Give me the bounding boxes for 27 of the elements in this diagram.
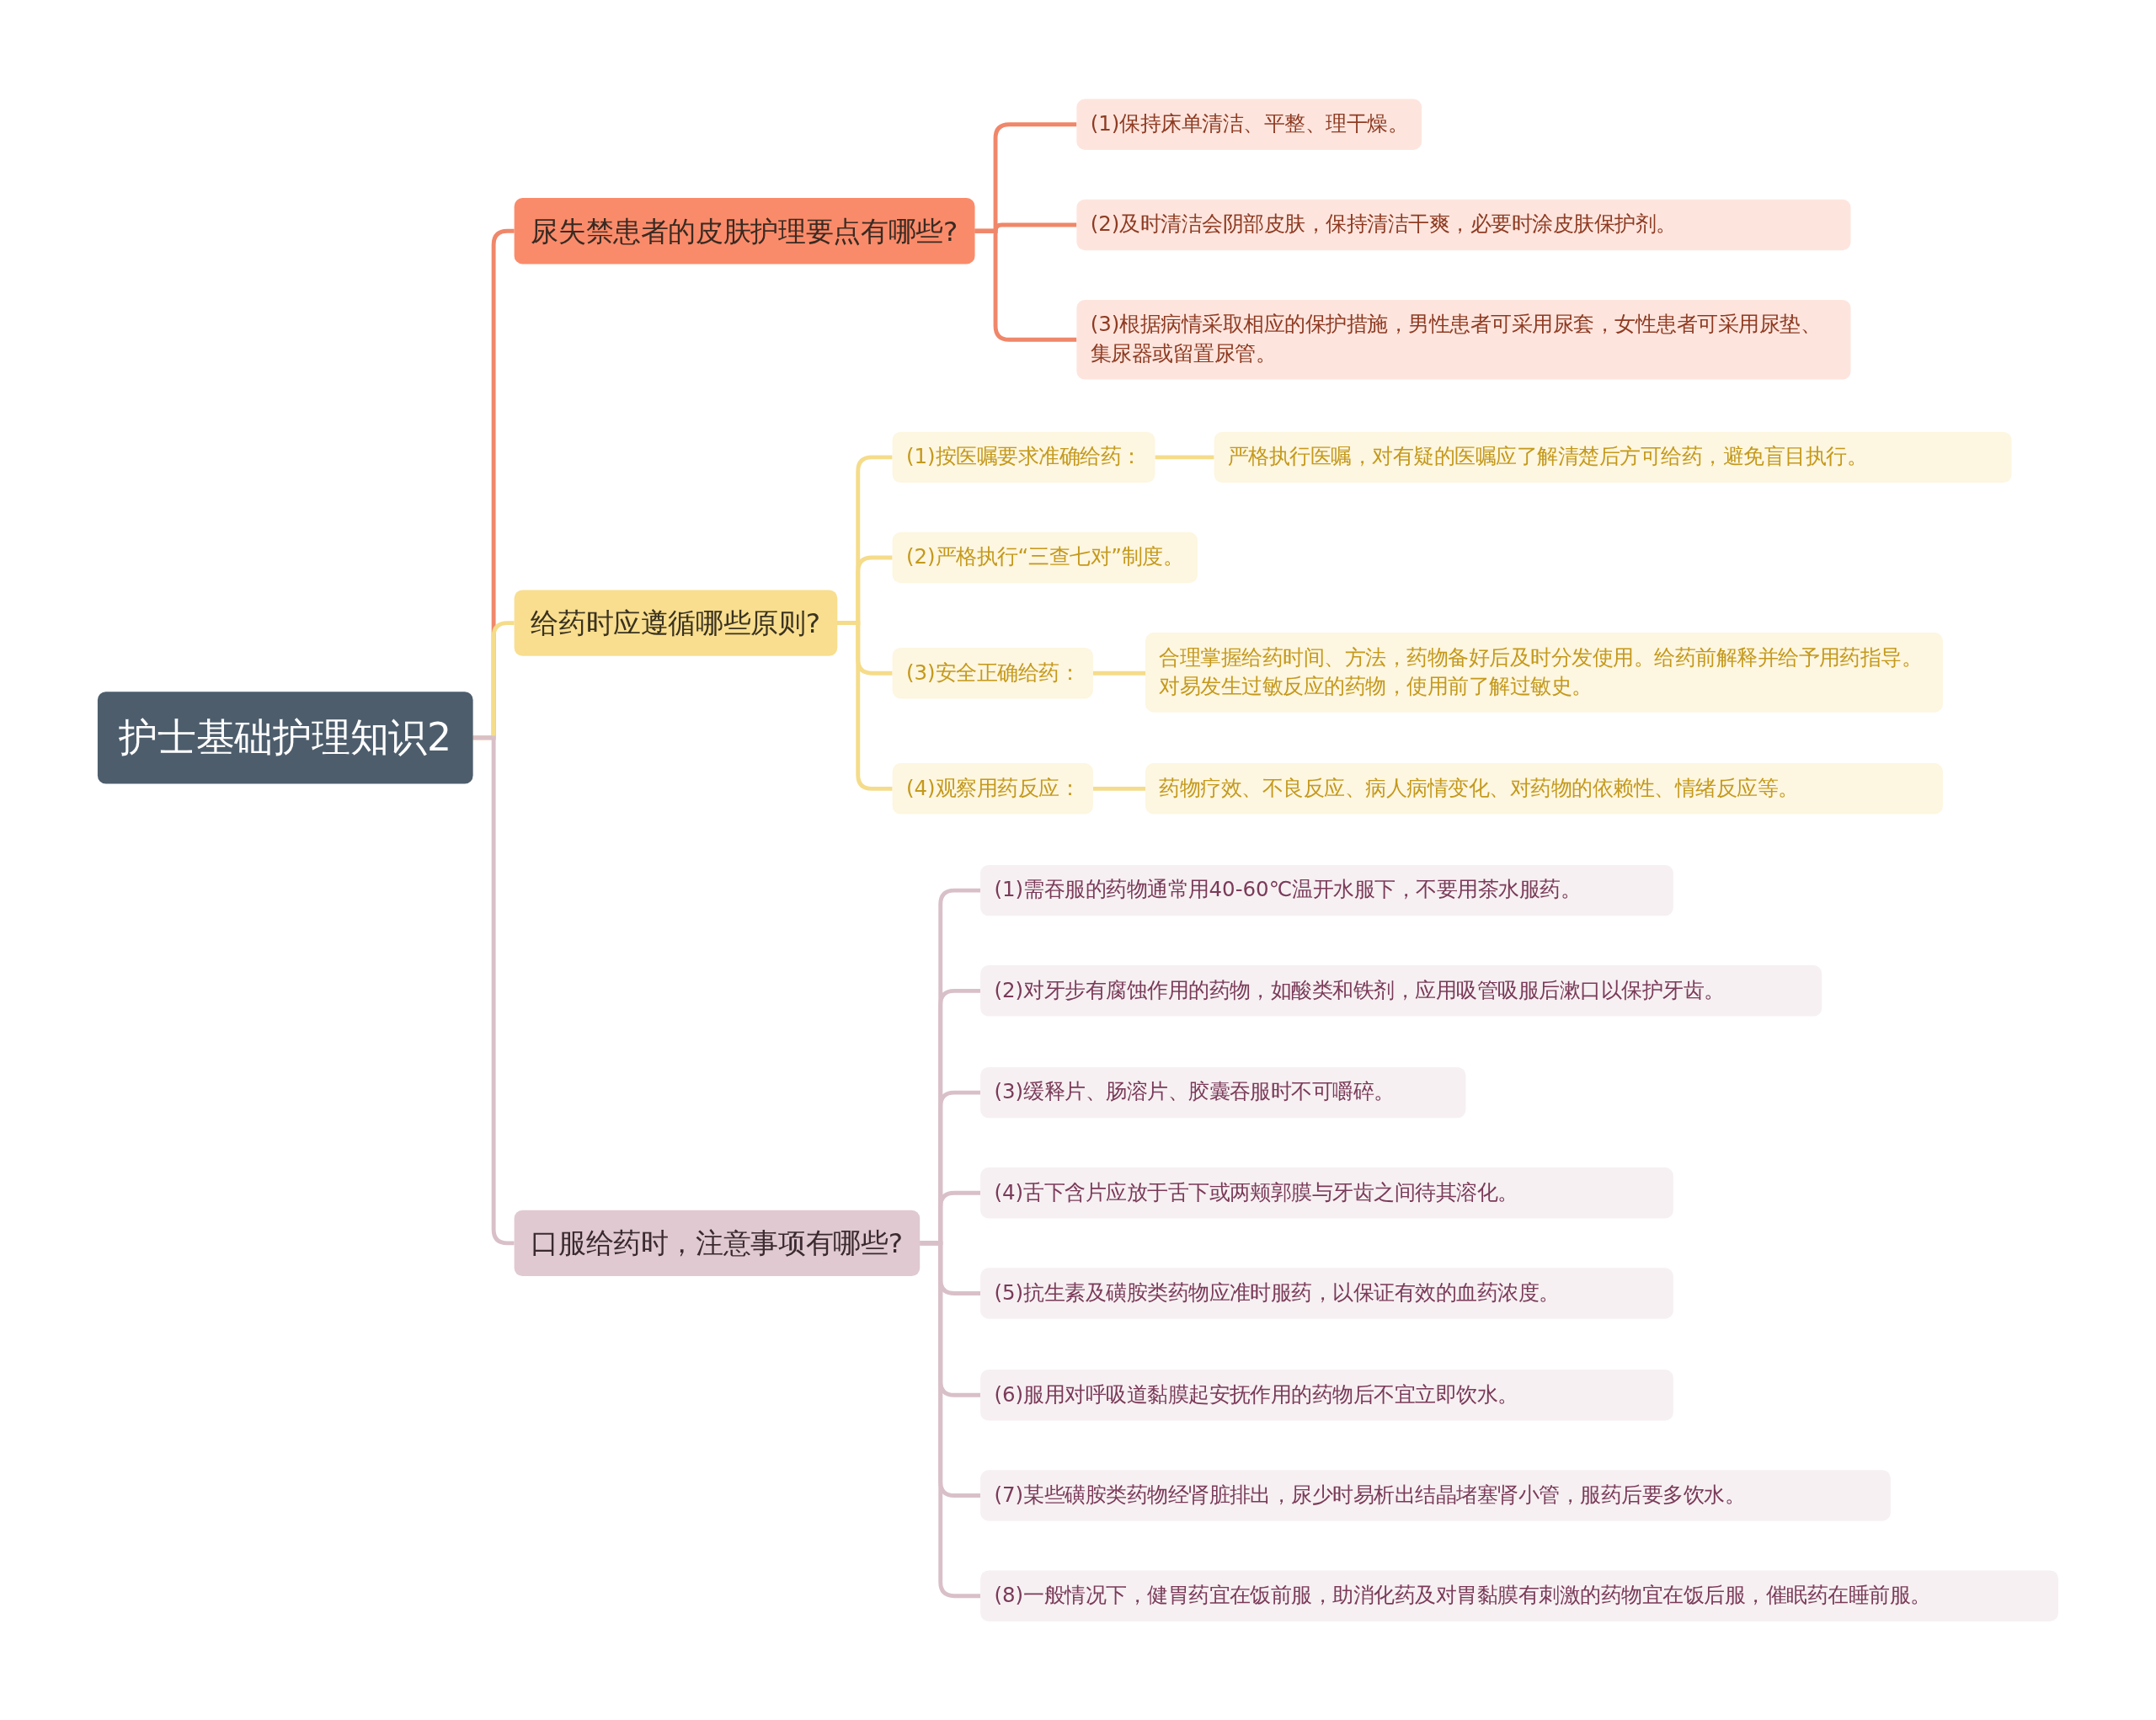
root-topic-box: 护士基础护理知识2 bbox=[97, 691, 473, 784]
subtopic-box: (2)严格执行“三查七对”制度。 bbox=[892, 531, 1198, 583]
subtopic-box: (7)某些磺胺类药物经肾脏排出，尿少时易析出结晶堵塞肾小管，服药后要多饮水。 bbox=[980, 1469, 1891, 1520]
subtopic-box: (2)对牙步有腐蚀作用的药物，如酸类和铁剂，应用吸管吸服后漱口以保护牙齿。 bbox=[980, 964, 1822, 1016]
subtopic-box: 严格执行医嘱，对有疑的医嘱应了解清楚后方可给药，避免盲目执行。 bbox=[1214, 430, 2012, 483]
connector-line bbox=[472, 735, 515, 1246]
subtopic-box: (5)抗生素及磺胺类药物应准时服药，以保证有效的血药浓度。 bbox=[980, 1267, 1673, 1318]
subtopic-box: (1)需吞服的药物通常用40-60℃温开水服下，不要用茶水服药。 bbox=[980, 864, 1673, 916]
connector-line bbox=[1092, 670, 1145, 676]
subtopic-box: (4)舌下含片应放于舌下或两颊郭膜与牙齿之间待其溶化。 bbox=[980, 1167, 1673, 1218]
subtopic-box: (3)安全正确给药： bbox=[892, 647, 1094, 698]
connector-line bbox=[1092, 786, 1145, 791]
connector-line bbox=[974, 228, 1077, 342]
subtopic-box: 药物疗效、不良反应、病人病情变化、对药物的依赖性、情绪反应等。 bbox=[1145, 762, 1943, 814]
subtopic-box: (6)服用对呼吸道黏膜起安抚作用的药物后不宜立即饮水。 bbox=[980, 1369, 1673, 1420]
subtopic-box: 合理掌握给药时间、方法，药物备好后及时分发使用。给药前解释并给予用药指导。对易发生过敏反应的药物，使用前了解过敏史。 bbox=[1145, 633, 1943, 713]
subtopic-box: (4)观察用药反应： bbox=[892, 762, 1094, 814]
subtopic-box: (1)保持床单清洁、平整、理干燥。 bbox=[1076, 98, 1422, 150]
subtopic-box: (2)及时清洁会阴部皮肤，保持清洁干爽，必要时涂皮肤保护剂。 bbox=[1076, 198, 1851, 250]
subtopic-box: (3)根据病情采取相应的保护措施，男性患者可采用尿套，女性患者可采用尿垫、集尿器或留置尿管。 bbox=[1076, 299, 1851, 380]
subtopic-box: (8)一般情况下，健胃药宜在饭前服，助消化药及对胃黏膜有刺激的药物宜在饭后服，催眠药在睡前服。 bbox=[980, 1569, 2059, 1621]
subtopic-box: (1)按医嘱要求准确给药： bbox=[892, 430, 1155, 483]
subtopic-box: (3)缓释片、肠溶片、胶囊吞服时不可嚼碎。 bbox=[980, 1066, 1466, 1118]
connector-line bbox=[1155, 455, 1214, 460]
topic-box: 给药时应遵循哪些原则? bbox=[514, 590, 837, 656]
topic-box: 尿失禁患者的皮肤护理要点有哪些? bbox=[514, 198, 974, 264]
topic-box: 口服给药时，注意事项有哪些? bbox=[514, 1210, 920, 1277]
